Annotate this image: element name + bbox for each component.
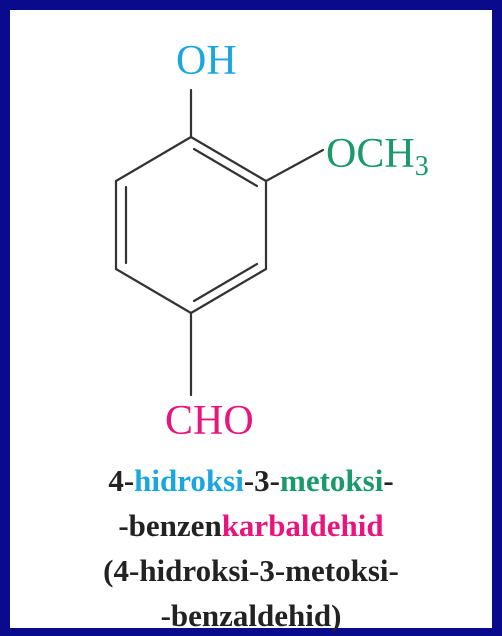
methoxy-group-label: OCH3 [326, 131, 429, 182]
double-bond-inner-bottom-right [192, 262, 259, 303]
alternative-name-line-1: (4-hidroksi-3-metoksi- [103, 553, 399, 588]
iupac-name-line-1: 4-hidroksi-3-metoksi- [108, 463, 394, 498]
aldehyde-term: karbaldehid [221, 508, 384, 543]
ring-bond-top-right [189, 135, 268, 183]
figure-panel: OH OCH3 CHO 4-hidroksi-3-metoksi- -benze… [10, 10, 492, 633]
hydroxy-term: hidroksi [134, 463, 244, 498]
vanillin-structure [114, 88, 325, 397]
hydroxyl-group-label: OH [176, 38, 237, 84]
aldehyde-group-label: CHO [165, 398, 254, 444]
alternative-name-line-2: -benzaldehid) [160, 598, 342, 633]
double-bond-inner-top-right [192, 147, 259, 188]
bond-to-och3 [264, 148, 325, 183]
ring-bond-bottom-left [114, 267, 193, 315]
ring-bond-top-left [114, 135, 193, 183]
ring-bond-bottom-right [189, 267, 268, 315]
methoxy-term: metoksi [280, 463, 384, 498]
iupac-name-line-2: -benzenkarbaldehid [118, 508, 384, 543]
